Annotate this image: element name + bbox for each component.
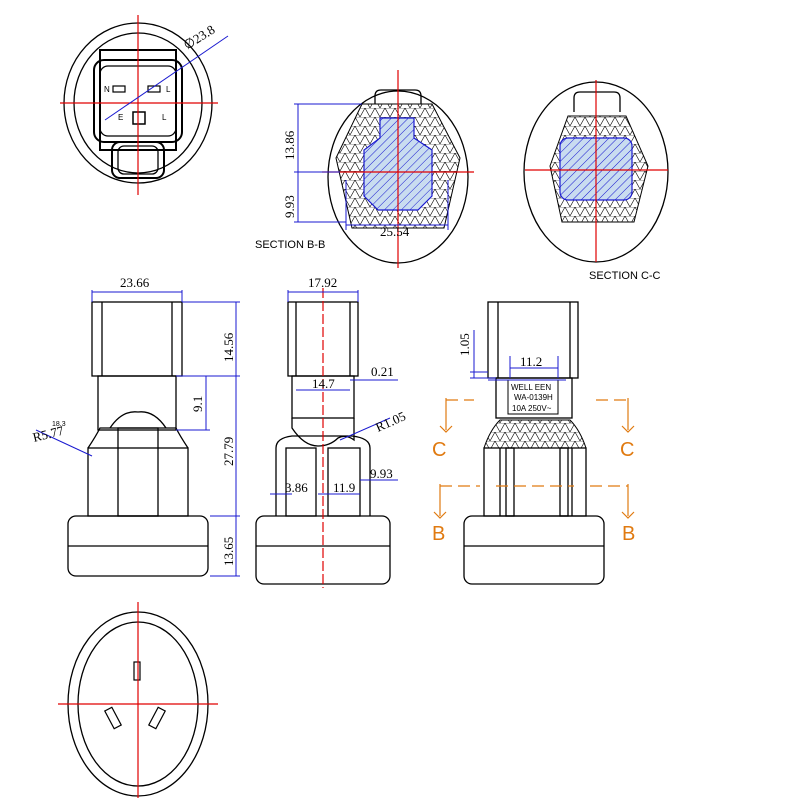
dim-side-t: 0.21	[371, 364, 394, 379]
dim-side-c: 9.93	[370, 466, 393, 481]
back-view: WELL EEN WA-0139H 10A 250V~ 1.05 11.2	[432, 301, 635, 585]
dim-side-w2: 14.7	[312, 376, 335, 391]
dim-front-h1: 14.56	[221, 332, 236, 362]
top-view: N L E L ∅23.8	[60, 15, 229, 195]
front-view: 23.66 14.56 9.1 27.79 13.65 R5.77 18.3	[31, 275, 240, 577]
dim-back-h: 1.05	[457, 333, 472, 356]
dim-front-w: 23.66	[120, 275, 150, 290]
dim-top-diameter: ∅23.8	[181, 22, 218, 53]
dim-front-r: R5.77	[31, 423, 66, 445]
dim-side-a: 3.86	[285, 480, 308, 495]
marker-c-left: C	[432, 439, 446, 461]
label-line1: WELL EEN	[511, 383, 551, 392]
face-e-label: E	[118, 113, 123, 122]
face-n-label: N	[104, 85, 110, 94]
section-c-c: SECTION C-C	[523, 80, 669, 282]
face-e-label-2: L	[162, 113, 167, 122]
marker-b-right: B	[622, 523, 635, 545]
face-l-label: L	[166, 85, 171, 94]
label-line3: 10A 250V~	[512, 404, 552, 413]
marker-b-left: B	[432, 523, 445, 545]
section-bb-title: SECTION B-B	[255, 239, 325, 251]
dim-front-h2: 9.1	[190, 396, 205, 412]
dim-front-h3: 27.79	[221, 437, 236, 466]
dim-side-r: R1.05	[373, 408, 408, 434]
dim-sb-w: 25.54	[380, 224, 410, 239]
label-line2: WA-0139H	[514, 393, 553, 402]
dim-side-b: 11.9	[333, 480, 355, 495]
dim-front-h4: 13.65	[221, 537, 236, 566]
dim-front-r-small: 18.3	[52, 421, 66, 428]
marker-c-right: C	[620, 439, 634, 461]
section-b-b: 13.86 9.93 25.54 SECTION B-B	[255, 70, 474, 268]
dim-back-w: 11.2	[520, 354, 542, 369]
dim-sb-h1: 13.86	[282, 130, 297, 160]
section-cc-title: SECTION C-C	[589, 270, 661, 282]
side-view: 17.92 14.7 0.21 R1.05 3.86 11.9 9.93	[255, 275, 408, 588]
dim-side-w: 17.92	[308, 275, 337, 290]
bottom-view	[58, 602, 218, 798]
dim-sb-h2: 9.93	[282, 195, 297, 218]
